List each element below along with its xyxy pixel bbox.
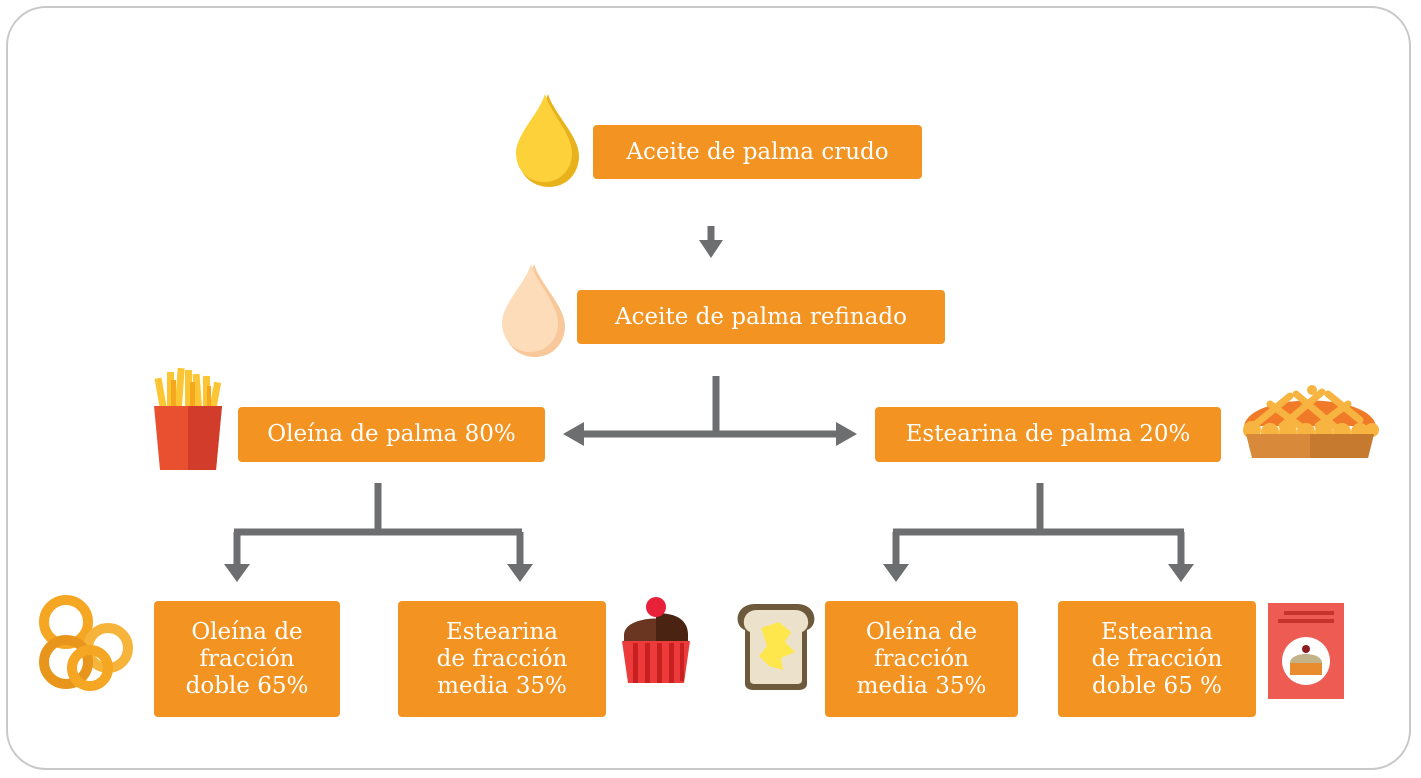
node-label: Aceite de palma crudo [626,138,889,165]
node-label-line: doble 65% [185,672,309,699]
node-label-line: de fracción [436,645,568,672]
cupcake-icon [622,597,690,683]
arrowhead-refined [699,240,723,258]
node-palm-olein: Oleína de palma 80% [238,407,545,462]
arrowhead-stearin-double [1168,564,1194,582]
node-label: Aceite de palma refinado [615,303,907,330]
arrowhead-olein-double [224,564,250,582]
node-label-line: media 35% [437,672,567,699]
node-label-line: media 35% [856,672,987,699]
arrowhead-olein-medium [883,564,909,582]
node-label-line: Oleína de [191,618,303,645]
node-label-line: doble 65 % [1091,672,1222,699]
french-fries-icon [154,368,222,470]
node-label-line: Estearina [445,618,559,645]
node-crude-palm-oil: Aceite de palma crudo [593,125,922,179]
arrowhead-olein [563,422,584,446]
node-stearin-medium-fraction: Estearina de fracción media 35% [398,601,606,717]
node-label-line: Estearina [1100,618,1214,645]
node-label: Oleína de palma 80% [267,421,516,447]
node-olein-double-fraction: Oleína de fracción doble 65% [154,601,340,717]
cake-mix-box-icon [1268,603,1344,699]
arrowhead-stearin [836,422,857,446]
node-palm-stearin: Estearina de palma 20% [875,407,1221,462]
node-label: Estearina de palma 20% [905,421,1191,447]
node-label-line: fracción [199,645,295,672]
node-label-line: fracción [874,645,969,672]
refined-oil-drop-icon [502,264,565,357]
node-stearin-double-fraction: Estearina de fracción doble 65 % [1058,601,1256,717]
node-label-line: Oleína de [865,618,978,645]
onion-rings-icon [39,595,133,691]
node-olein-medium-fraction: Oleína de fracción media 35% [825,601,1018,717]
arrowhead-stearin-medium [507,564,533,582]
pie-icon [1243,385,1379,458]
buttered-toast-icon [737,604,815,690]
crude-oil-drop-icon [516,94,579,187]
node-label-line: de fracción [1091,645,1223,672]
node-refined-palm-oil: Aceite de palma refinado [577,290,945,344]
